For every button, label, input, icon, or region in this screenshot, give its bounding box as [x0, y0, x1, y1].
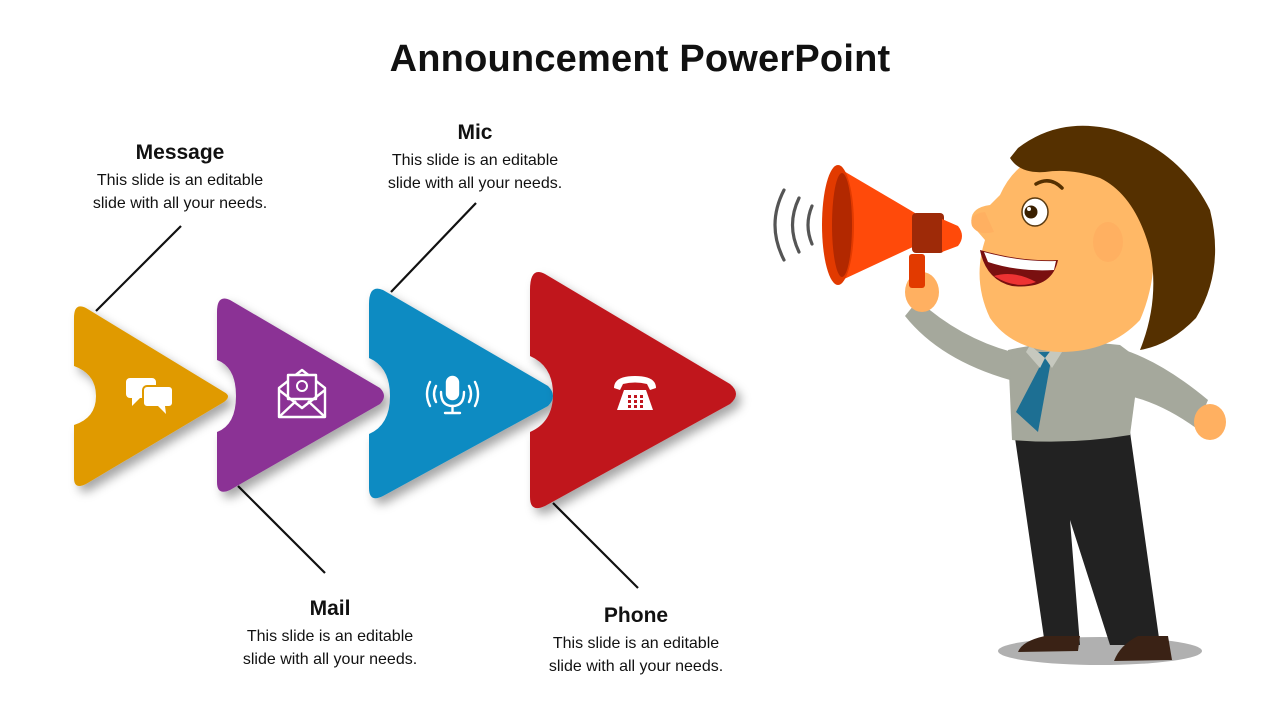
label-mic: Mic This slide is an editable slide with…	[345, 121, 605, 195]
label-mic-line1: This slide is an editable	[391, 152, 559, 169]
label-mail: Mail This slide is an editable slide wit…	[200, 597, 460, 671]
connector-mic	[390, 202, 477, 293]
label-phone-text: This slide is an editable slide with all…	[506, 632, 766, 678]
label-message-heading: Message	[135, 141, 225, 164]
connector-phone	[552, 502, 639, 589]
label-message-line1: This slide is an editable	[96, 172, 264, 189]
label-message-line2: slide with all your needs.	[92, 195, 268, 212]
slide-title: Announcement PowerPoint	[389, 38, 891, 80]
sound-wave-3	[773, 188, 786, 262]
label-mic-line2: slide with all your needs.	[387, 175, 563, 192]
connector-mail	[237, 485, 326, 574]
sound-wave-2	[790, 196, 801, 254]
label-phone-line1: This slide is an editable	[552, 635, 720, 652]
connector-message	[95, 225, 182, 312]
label-mail-heading: Mail	[309, 597, 351, 620]
man-with-megaphone-illustration	[773, 125, 1226, 665]
label-mic-heading: Mic	[457, 121, 493, 144]
arrow-mic	[369, 288, 553, 499]
microphone-icon	[425, 375, 480, 415]
label-message: Message This slide is an editable slide …	[50, 141, 310, 215]
label-mic-text: This slide is an editable slide with all…	[345, 149, 605, 195]
sound-wave-1	[806, 204, 814, 246]
label-phone: Phone This slide is an editable slide wi…	[506, 604, 766, 678]
label-message-text: This slide is an editable slide with all…	[50, 169, 310, 215]
label-phone-line2: slide with all your needs.	[548, 658, 724, 675]
label-mail-line1: This slide is an editable	[246, 628, 414, 645]
label-phone-heading: Phone	[603, 604, 669, 627]
telephone-icon	[614, 376, 656, 410]
envelope-icon	[277, 368, 327, 419]
label-mail-text: This slide is an editable slide with all…	[200, 625, 460, 671]
chat-bubbles-icon	[126, 378, 174, 414]
label-mail-line2: slide with all your needs.	[242, 651, 418, 668]
